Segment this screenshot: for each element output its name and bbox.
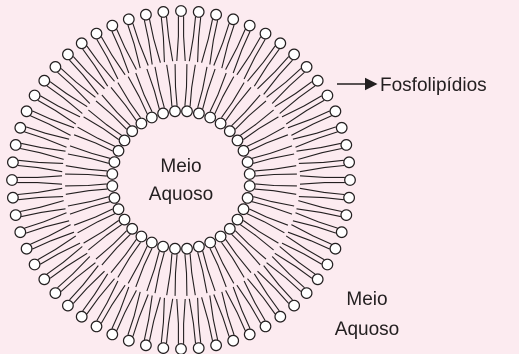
outer-phospholipid xyxy=(189,298,204,354)
outer-phospholipid xyxy=(248,274,286,322)
outer-phospholipid xyxy=(76,274,114,322)
inner-phospholipid xyxy=(111,83,147,129)
outer-phospholipid xyxy=(158,298,173,354)
inner-phospholipid xyxy=(68,193,120,215)
inner-phospholipid xyxy=(65,166,118,180)
outer-phospholipid xyxy=(297,201,352,221)
inner-phospholipid xyxy=(215,83,251,129)
inner-phospholipid xyxy=(167,64,181,117)
inner-phospholipid xyxy=(225,95,267,137)
outer-medium-label: Meio xyxy=(346,289,387,310)
outer-medium-label-line2: Aquoso xyxy=(335,319,399,340)
outer-phospholipid xyxy=(8,157,64,172)
inner-phospholipid xyxy=(147,67,169,119)
outer-phospholipid xyxy=(189,7,204,63)
inner-medium-label-line2: Aquoso xyxy=(149,184,213,205)
inner-phospholipid xyxy=(225,224,267,266)
inner-phospholipid xyxy=(96,224,138,266)
inner-phospholipid xyxy=(215,231,251,277)
outer-phospholipid xyxy=(202,296,222,351)
inner-phospholipid xyxy=(244,181,297,195)
inner-phospholipid xyxy=(232,214,278,250)
outer-phospholipid xyxy=(39,75,87,113)
inner-phospholipid xyxy=(194,241,216,293)
outer-phospholipid xyxy=(76,38,114,86)
outer-phospholipid-leaflet xyxy=(7,6,356,354)
inner-phospholipid xyxy=(68,146,120,168)
phospholipids-label: Fosfolipídios xyxy=(380,75,487,96)
outer-phospholipid xyxy=(10,201,65,221)
outer-phospholipid xyxy=(202,9,222,64)
inner-medium-label: Meio xyxy=(160,156,201,177)
outer-phospholipid xyxy=(7,175,62,186)
inner-phospholipid xyxy=(96,95,138,137)
inner-phospholipid xyxy=(182,64,196,117)
outer-phospholipid xyxy=(297,140,352,160)
outer-phospholipid xyxy=(299,188,355,203)
outer-phospholipid xyxy=(176,6,187,61)
inner-phospholipid xyxy=(242,193,294,215)
outer-phospholipid xyxy=(248,38,286,86)
inner-phospholipid xyxy=(147,241,169,293)
outer-phospholipid xyxy=(141,296,161,351)
inner-phospholipid xyxy=(182,243,196,296)
inner-phospholipid xyxy=(111,231,147,277)
outer-phospholipid xyxy=(275,75,323,113)
inner-phospholipid xyxy=(84,214,130,250)
outer-phospholipid xyxy=(8,188,64,203)
inner-phospholipid xyxy=(242,146,294,168)
inner-phospholipid xyxy=(84,110,130,146)
outer-phospholipid xyxy=(176,299,187,354)
outer-phospholipid xyxy=(275,247,323,285)
outer-phospholipid xyxy=(300,175,355,186)
inner-phospholipid xyxy=(244,166,297,180)
inner-phospholipid xyxy=(232,110,278,146)
inner-phospholipid-leaflet xyxy=(65,64,297,296)
outer-phospholipid xyxy=(299,157,355,172)
inner-phospholipid xyxy=(65,181,118,195)
outer-phospholipid xyxy=(158,7,173,63)
outer-phospholipid xyxy=(10,140,65,160)
outer-phospholipid xyxy=(141,9,161,64)
inner-phospholipid xyxy=(167,243,181,296)
inner-phospholipid xyxy=(194,67,216,119)
outer-phospholipid xyxy=(39,247,87,285)
